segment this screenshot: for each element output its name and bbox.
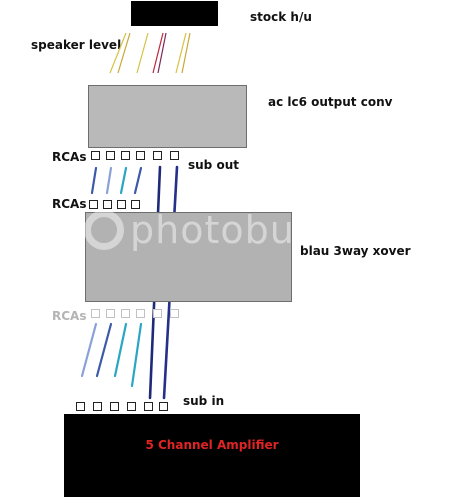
speaker-wire-3 (136, 32, 149, 74)
rca-jack (103, 200, 112, 209)
rca-jack (117, 200, 126, 209)
rca-jack (91, 151, 100, 160)
stock-head-unit (131, 1, 218, 26)
amp-cable-2 (95, 322, 113, 378)
rca-jack (136, 309, 145, 318)
speaker-wire-7 (181, 32, 191, 74)
speaker-wire-1 (109, 32, 127, 74)
rca-cable-2b (133, 166, 143, 195)
amplifier-label: 5 Channel Amplifier (145, 438, 279, 452)
stock-hu-label: stock h/u (250, 10, 312, 24)
speaker-wire-2 (117, 32, 131, 74)
sub-in-label: sub in (183, 394, 225, 408)
rca-jack (131, 200, 140, 209)
rca-jack (170, 151, 179, 160)
speaker-wire-4 (152, 32, 164, 74)
rcas-label-crossover-in: RCAs (52, 197, 87, 211)
rca-cable-2a (119, 166, 128, 195)
amplifier: 5 Channel Amplifier (64, 414, 360, 497)
output-converter-box (88, 85, 247, 148)
rca-jack (144, 402, 153, 411)
rca-jack (121, 309, 130, 318)
rca-jack (159, 402, 168, 411)
rca-jack (136, 151, 145, 160)
amp-cable-3 (113, 322, 128, 378)
speaker-level-label: speaker level (31, 38, 122, 52)
rca-cable-1b (105, 166, 113, 195)
speaker-wire-5 (157, 32, 167, 74)
crossover-label: blau 3way xover (300, 244, 411, 258)
rca-jack (106, 309, 115, 318)
rca-jack (106, 151, 115, 160)
rca-jack (170, 309, 179, 318)
rca-jack (91, 309, 100, 318)
rca-cable-1a (90, 166, 98, 195)
rca-jack (110, 402, 119, 411)
amp-cable-1 (80, 322, 98, 378)
amp-cable-4 (130, 322, 143, 388)
rca-jack (76, 402, 85, 411)
crossover-box (85, 212, 292, 302)
rca-jack (89, 200, 98, 209)
speaker-wire-6 (175, 32, 187, 74)
rca-jack (153, 151, 162, 160)
rcas-label-converter: RCAs (52, 150, 87, 164)
rcas-label-crossover-out: RCAs (52, 309, 87, 323)
sub-out-label: sub out (188, 158, 239, 172)
rca-jack (93, 402, 102, 411)
converter-label: ac lc6 output conv (268, 95, 393, 109)
rca-jack (153, 309, 162, 318)
rca-jack (127, 402, 136, 411)
rca-jack (121, 151, 130, 160)
